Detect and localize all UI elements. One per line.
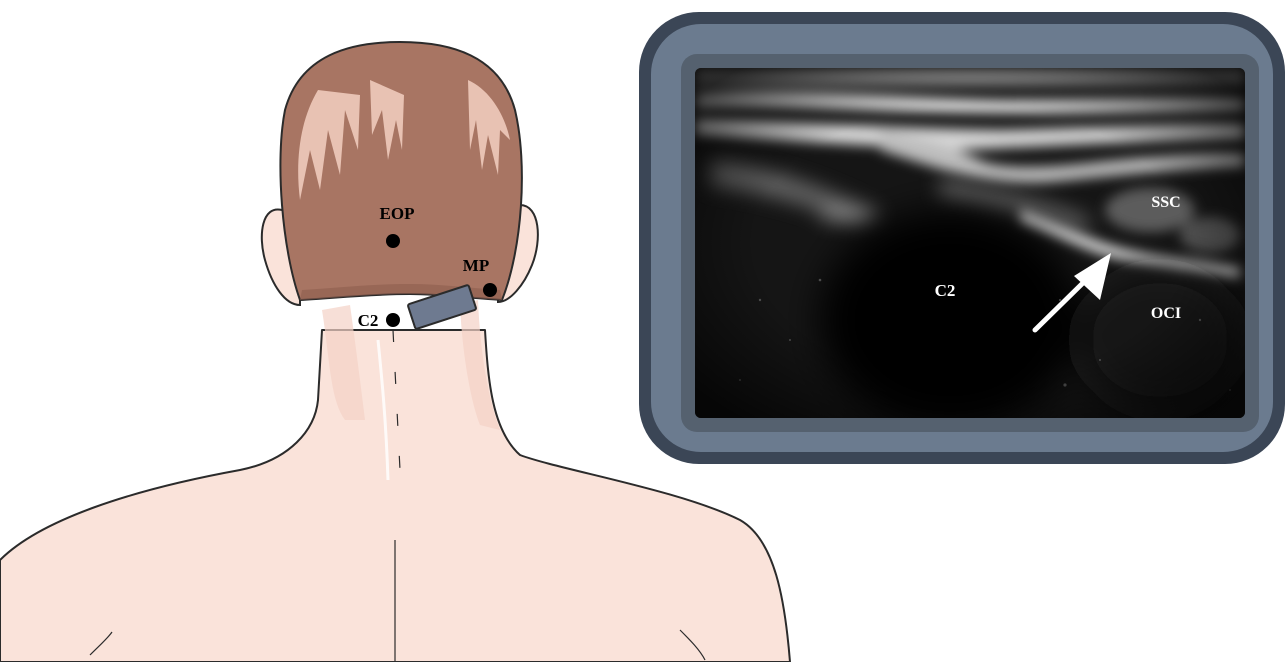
eop-label: EOP bbox=[380, 204, 415, 223]
mp-label: MP bbox=[463, 256, 489, 275]
c2-dot bbox=[386, 313, 400, 327]
c2-label: C2 bbox=[358, 311, 379, 330]
ultrasound-screen: C2 SSC OCI bbox=[695, 68, 1245, 430]
us-oci-label: OCI bbox=[1151, 305, 1181, 322]
mp-dot bbox=[483, 283, 497, 297]
ultrasound-monitor: C2 SSC OCI bbox=[639, 12, 1285, 464]
us-c2-label: C2 bbox=[935, 281, 956, 300]
us-ssc-label: SSC bbox=[1151, 194, 1180, 211]
eop-dot bbox=[386, 234, 400, 248]
